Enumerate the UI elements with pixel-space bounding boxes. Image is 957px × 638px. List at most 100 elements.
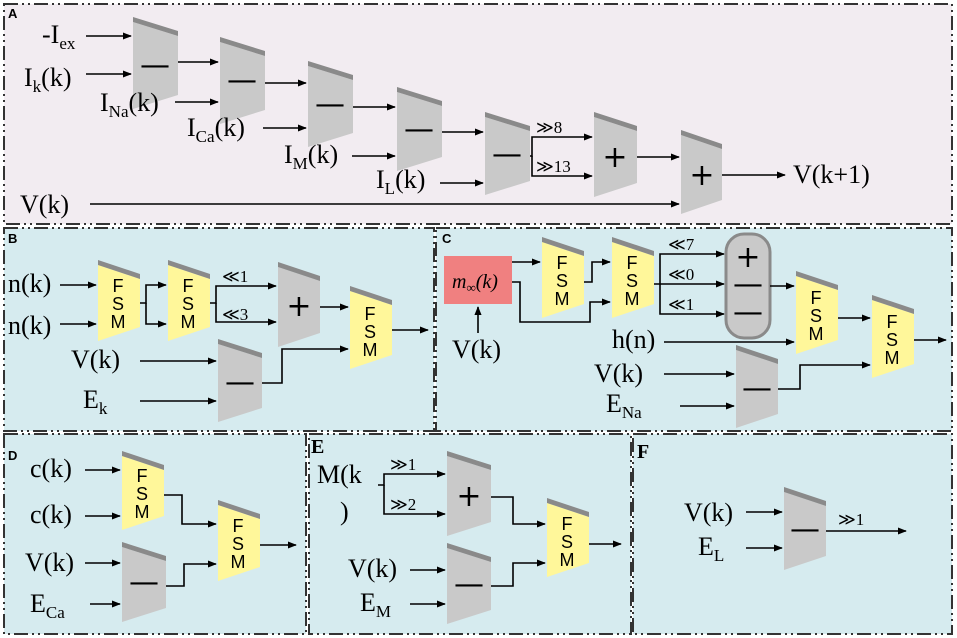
svg-text:S: S (626, 271, 638, 291)
fsm-d1: F S M (122, 451, 164, 530)
input-v: V(k) (684, 498, 733, 527)
svg-text:M: M (135, 502, 150, 522)
panel-e: E + F S M — M(k ) V(k) EM ≫1 ≫2 (308, 433, 632, 635)
m-infinity-block: m∞(k) (444, 256, 512, 304)
input-ena: ENa (606, 389, 642, 422)
panel-b-tag: B (8, 231, 17, 246)
svg-text:S: S (112, 294, 124, 314)
svg-text:F: F (113, 276, 124, 296)
plus-symbol: + (689, 158, 714, 193)
svg-text:F: F (183, 276, 194, 296)
panel-f-tag: F (637, 441, 649, 463)
svg-text:M: M (231, 552, 246, 572)
panel-c-tag: C (442, 231, 452, 246)
panel-c: C m∞(k) F S M F S M + — — F (435, 227, 953, 432)
adder-e: + (447, 451, 491, 536)
svg-text:—: — (742, 371, 772, 406)
input-m-line1: M(k (317, 460, 362, 489)
input-v: V(k) (594, 359, 643, 388)
shift-right-1: ≫1 (838, 510, 864, 529)
svg-text:m∞(k): m∞(k) (452, 271, 498, 295)
fsm-b2: F S M (168, 260, 210, 341)
shift-right-2: ≫2 (390, 495, 416, 514)
shift-right-8: ≫8 (536, 118, 562, 137)
svg-text:—: — (454, 567, 484, 602)
input-c1: c(k) (30, 454, 72, 483)
svg-text:M: M (809, 324, 824, 344)
svg-text:F: F (887, 312, 898, 332)
input-il: IL(k) (376, 165, 425, 198)
svg-text:M: M (181, 312, 196, 332)
subtractor-e: — (447, 543, 491, 624)
input-v: V(k) (71, 345, 120, 374)
shift-left-0: ≪0 (668, 265, 694, 284)
fsm-e: F S M (547, 498, 589, 577)
svg-text:S: S (886, 330, 898, 350)
input-v-minf: V(k) (452, 335, 501, 364)
svg-text:M: M (625, 289, 640, 309)
input-im: IM(k) (284, 140, 338, 173)
subtractor-a4: — (397, 87, 442, 171)
panel-f: F — V(k) EL ≫1 (632, 433, 953, 635)
svg-text:S: S (182, 294, 194, 314)
svg-text:S: S (810, 306, 822, 326)
subtractor-a2: — (220, 37, 265, 124)
subtractor-d: — (122, 542, 166, 622)
input-n1: n(k) (8, 269, 51, 298)
input-el: EL (698, 532, 724, 565)
panel-d-tag: D (8, 448, 17, 463)
subtractor-c: — (736, 345, 778, 428)
minus-symbol: — (315, 87, 345, 122)
panel-a: A — — — — — (3, 3, 953, 225)
add-subtract-unit: + — — (724, 232, 772, 340)
svg-text:+: + (286, 289, 311, 324)
svg-text:—: — (733, 267, 763, 302)
svg-text:+: + (735, 240, 760, 275)
panel-b: B F S M F S M + F S M (3, 227, 435, 432)
svg-text:M: M (560, 550, 575, 570)
svg-text:F: F (557, 253, 568, 273)
shift-left-3: ≪3 (222, 305, 248, 324)
svg-text:F: F (811, 288, 822, 308)
subtractor-a5: — (485, 112, 530, 195)
svg-text:—: — (225, 365, 255, 400)
minus-symbol: — (140, 48, 170, 83)
shift-right-1: ≫1 (390, 455, 416, 474)
input-n2: n(k) (8, 311, 51, 340)
svg-text:—: — (129, 565, 159, 600)
svg-text:—: — (733, 295, 763, 330)
fsm-b3: F S M (350, 286, 392, 369)
input-iex: -Iex (42, 20, 76, 53)
fsm-c4: F S M (872, 295, 914, 378)
shift-left-1: ≪1 (222, 267, 248, 286)
adder-a6: + (594, 112, 637, 197)
input-m-line2: ) (340, 497, 349, 526)
panel-e-tag: E (311, 436, 324, 458)
input-em: EM (360, 588, 391, 621)
input-c2: c(k) (30, 500, 72, 529)
subtractor-f: — (784, 487, 826, 570)
svg-text:+: + (456, 479, 481, 514)
output-v-next: V(k+1) (793, 160, 870, 189)
subtractor-b: — (218, 339, 262, 422)
input-ica: ICa(k) (187, 113, 245, 146)
input-ek: Ek (83, 385, 108, 418)
subtractor-a1: — (133, 17, 178, 109)
svg-text:F: F (365, 304, 376, 324)
input-v: V(k) (348, 554, 397, 583)
fsm-b1: F S M (98, 260, 140, 341)
adder-a7: + (681, 130, 722, 214)
svg-text:M: M (885, 348, 900, 368)
shift-left-7: ≪7 (668, 235, 695, 254)
input-eca: ECa (30, 589, 65, 622)
svg-text:S: S (364, 322, 376, 342)
subtractor-a3: — (308, 61, 353, 147)
panel-a-tag: A (8, 6, 18, 21)
minus-symbol: — (227, 63, 257, 98)
svg-text:—: — (790, 512, 820, 547)
shift-left-1: ≪1 (668, 295, 694, 314)
svg-text:M: M (363, 340, 378, 360)
fsm-c3: F S M (796, 271, 838, 354)
